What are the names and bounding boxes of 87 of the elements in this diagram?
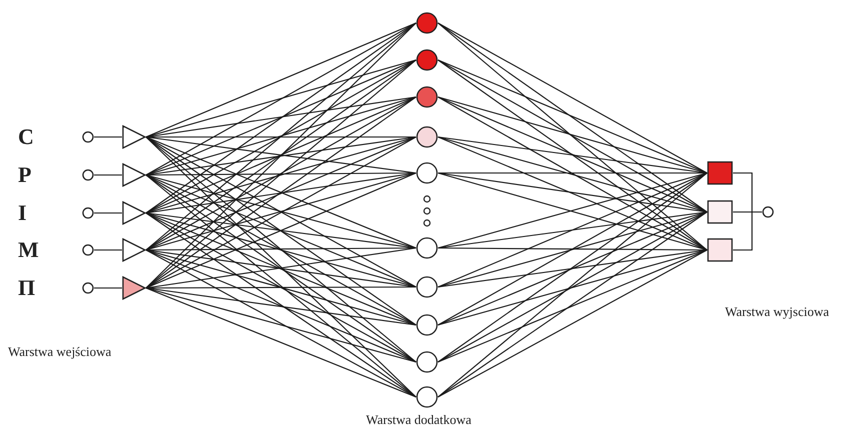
input-variable-label: C [18,126,34,148]
connection-line [438,22,708,250]
layer-label: Warstwa wyjsciowa [725,303,830,321]
neuron-circle [416,276,438,298]
neuron-circle [416,86,438,108]
connection-line [438,211,708,249]
connection-line [146,250,416,398]
connection-line [438,211,708,288]
connection-line [438,212,708,362]
input-variable-label: П [18,277,36,299]
connection-line [146,212,416,249]
neuron-circle [416,49,438,71]
layer-label: Warstwa dodatkowa [366,411,472,429]
connection-line [438,60,708,212]
neuron-circle [416,12,438,34]
neuron-circle [416,237,438,259]
connection-line [438,212,708,326]
connection-line [146,212,416,326]
connection-line [146,22,416,138]
input-triangle [122,163,146,187]
input-variable-label: P [18,164,32,186]
connection-line [438,96,708,174]
neuron-circle [416,314,438,336]
connection-line [438,172,708,326]
input-variable-label: M [18,239,39,261]
connection-line [146,22,416,176]
neuron-circle [416,386,438,408]
connection-line [438,60,708,250]
connection-line [438,172,708,398]
neuron-circle [416,126,438,148]
neuron-circle [82,282,94,294]
output-square [707,238,733,262]
input-triangle [122,276,146,300]
input-triangle [122,238,146,262]
neuron-circle [762,206,774,218]
connection-line [146,249,416,326]
connection-line [146,212,416,398]
connection-line [438,96,708,212]
connection-line [146,60,416,214]
connection-line [146,136,416,326]
neuron-circle [82,207,94,219]
connection-line [146,287,416,363]
connection-line [146,96,416,138]
layer-label: Warstwa wejściowa [8,343,112,361]
connection-line [146,59,416,138]
connection-line [438,250,708,398]
neuron-circle [82,169,94,181]
connection-line [146,172,416,214]
connection-line [94,136,122,138]
connection-line [146,287,416,398]
connection-line [438,172,708,213]
connection-line [146,60,416,176]
connection-line [146,212,416,362]
input-variable-label: I [18,202,27,224]
connection-line [146,287,416,326]
connection-line [438,172,708,362]
connection-line [146,174,416,326]
connection-line [146,174,416,362]
output-square [707,200,733,224]
neuron-circle [416,351,438,373]
connection-line [438,247,707,251]
connection-line [733,211,762,251]
connection-line [94,249,122,251]
connection-line [438,60,708,174]
connection-line [146,22,416,214]
connection-line [146,250,416,362]
connection-line [438,22,708,174]
connection-line [146,96,416,288]
connection-line [438,22,708,212]
neuron-circle [82,131,94,143]
neuron-circle [416,162,438,184]
connection-line [146,96,416,214]
input-triangle [122,201,146,225]
connection-line [438,212,708,398]
connection-line [146,96,416,250]
connection-line [146,96,416,176]
connection-line [94,174,122,176]
connection-line [94,287,122,289]
connection-line [94,212,122,214]
connection-line [438,250,708,362]
connection-line [438,172,707,174]
connection-line [438,96,708,250]
neuron-circle [82,244,94,256]
connection-line [146,60,416,250]
connection-line [438,249,708,326]
output-square [707,161,733,185]
input-triangle [122,125,146,149]
